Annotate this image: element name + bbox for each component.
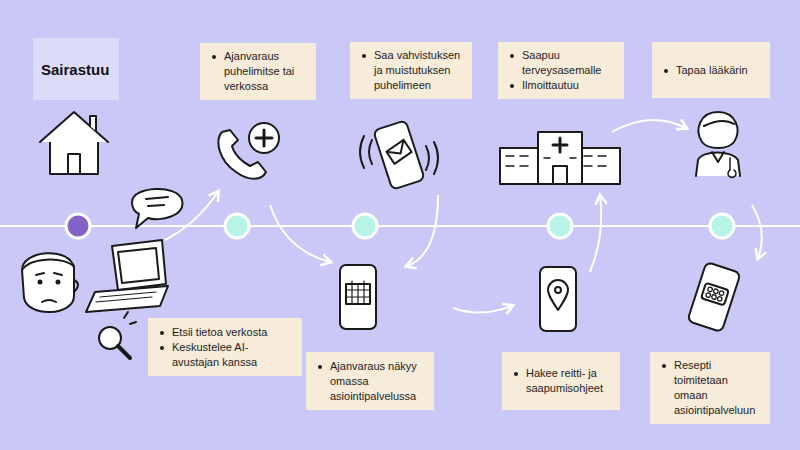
step-note: Tapaa lääkärin xyxy=(652,42,770,98)
text-row: Saapuu terveysasemalle xyxy=(508,48,616,78)
person-face xyxy=(22,253,78,312)
step-note: Hakee reitti- ja saapumisohjeet xyxy=(502,352,620,410)
text-row: Etsii tietoa verkosta xyxy=(158,325,294,340)
text-row: Keskustelee AI-avustajan kanssa xyxy=(158,340,294,370)
text-row: Sairastuu xyxy=(41,61,109,78)
step-text: Etsii tietoa verkosta xyxy=(172,325,267,340)
title-text: Sairastuu xyxy=(41,61,109,78)
magnifier-icon xyxy=(99,312,136,358)
bullet-dot xyxy=(664,69,668,73)
step-text: Ajanvaraus puhelimitse tai verkossa xyxy=(224,49,308,94)
step-text: Tapaa lääkärin xyxy=(676,63,748,78)
bullet-dot xyxy=(514,372,518,376)
text-row: Ajanvaraus näkyy omassa asiointipalvelus… xyxy=(316,359,426,404)
phone-map-icon xyxy=(540,267,576,331)
step-note: Saa vahvistuksen ja muistutuksen puhelim… xyxy=(350,42,472,99)
step-note: Ajanvaraus näkyy omassa asiointipalvelus… xyxy=(306,352,434,410)
bullet-dot xyxy=(318,365,322,369)
house-icon xyxy=(40,112,108,174)
step-text: Saa vahvistuksen ja muistutuksen puhelim… xyxy=(374,48,464,93)
step-text: Hakee reitti- ja saapumisohjeet xyxy=(526,366,612,396)
phone-message-icon xyxy=(360,120,438,189)
step-note: Resepti toimitetaan omaan asiointipalvel… xyxy=(650,352,770,424)
bullet-dot xyxy=(160,331,164,335)
bullet-dot xyxy=(160,346,164,350)
flow-arrows xyxy=(165,120,762,313)
laptop-icon xyxy=(86,240,168,312)
title-box: Sairastuu xyxy=(33,38,119,100)
step-text: Ilmoittautuu xyxy=(522,78,579,93)
step-note: Saapuu terveysasemalleIlmoittautuu xyxy=(498,42,624,99)
step-text: Ajanvaraus näkyy omassa asiointipalvelus… xyxy=(330,359,426,404)
doctor-icon xyxy=(696,112,740,177)
text-row: Tapaa lääkärin xyxy=(662,63,762,78)
text-row: Saa vahvistuksen ja muistutuksen puhelim… xyxy=(360,48,464,93)
hospital-icon xyxy=(500,132,620,184)
text-row: Ajanvaraus puhelimitse tai verkossa xyxy=(210,49,308,94)
bullet-dot xyxy=(510,54,514,58)
text-row: Hakee reitti- ja saapumisohjeet xyxy=(512,366,612,396)
bullet-dot xyxy=(510,84,514,88)
bullet-dot xyxy=(362,54,366,58)
timeline xyxy=(0,225,800,227)
step-note: Ajanvaraus puhelimitse tai verkossa xyxy=(200,43,316,100)
text-row: Ilmoittautuu xyxy=(508,78,616,93)
text-row: Resepti toimitetaan omaan asiointipalvel… xyxy=(660,358,762,418)
bullet-dot xyxy=(662,364,666,368)
step-note: Etsii tietoa verkostaKeskustelee AI-avus… xyxy=(148,318,302,376)
phone-calendar-icon xyxy=(340,265,376,329)
step-text: Saapuu terveysasemalle xyxy=(522,48,616,78)
chat-bubble-icon xyxy=(132,189,182,228)
step-text: Keskustelee AI-avustajan kanssa xyxy=(172,340,294,370)
phone-call-icon xyxy=(219,123,279,179)
phone-prescription-icon xyxy=(687,262,740,332)
step-text: Resepti toimitetaan omaan asiointipalvel… xyxy=(674,358,762,418)
bullet-dot xyxy=(212,55,216,59)
